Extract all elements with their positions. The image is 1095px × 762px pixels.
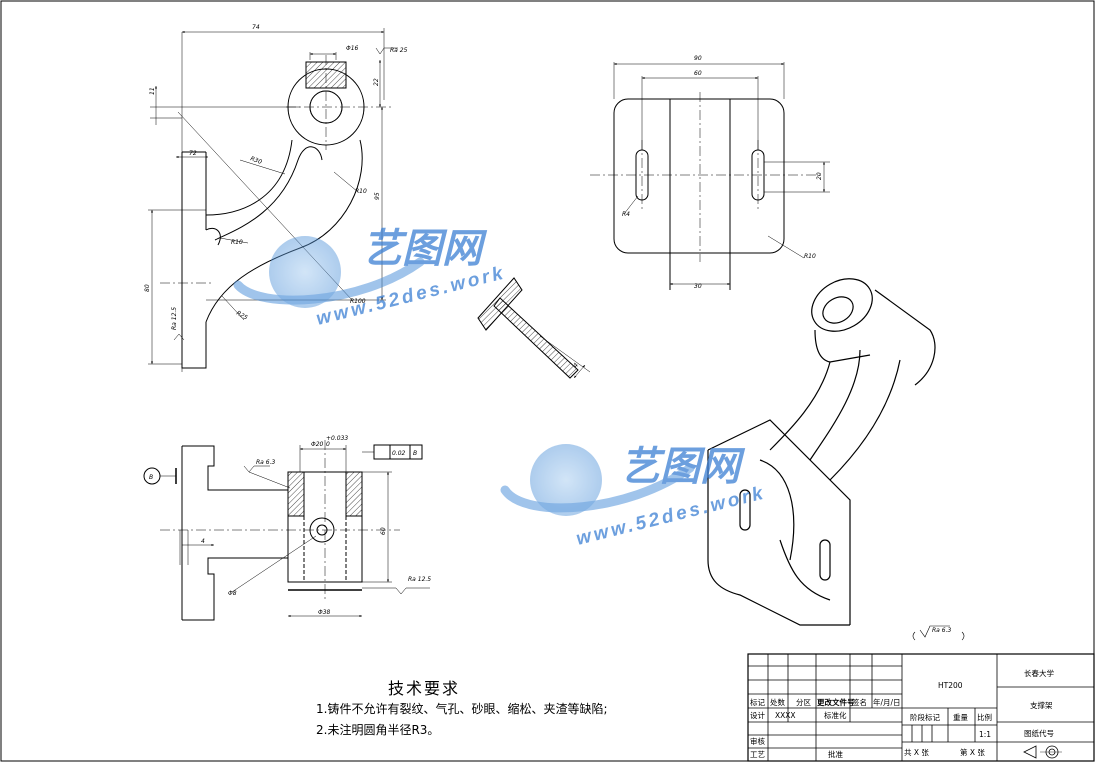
datum-label: B bbox=[149, 474, 153, 481]
roughness-label: Ra 6.3 bbox=[256, 459, 275, 466]
general-roughness bbox=[912, 625, 965, 641]
dim-label: 60 bbox=[694, 70, 702, 77]
dim-label: 72 bbox=[189, 150, 197, 157]
dim-label: 4 bbox=[572, 362, 580, 370]
dim-label: 95 bbox=[374, 192, 381, 200]
tolerance-upper: +0.033 bbox=[326, 435, 348, 442]
part-name: 支撑架 bbox=[1030, 700, 1053, 710]
material-label: HT200 bbox=[938, 681, 963, 690]
roughness-label: Ra 12.5 bbox=[408, 576, 431, 583]
change-doc-label: 更改文件号 bbox=[817, 697, 855, 707]
weight-label: 重量 bbox=[953, 713, 968, 722]
tech-requirements-title: 技术要求 bbox=[388, 679, 461, 698]
dim-label: Φ20 bbox=[311, 441, 324, 448]
scale-label: 比例 bbox=[977, 712, 992, 722]
watermark-url: www.52des.work bbox=[574, 482, 768, 549]
tech-requirement-item: 2.未注明圆角半径R3。 bbox=[316, 723, 440, 737]
dim-label: R10 bbox=[804, 253, 816, 260]
dim-label: R4 bbox=[622, 211, 630, 218]
dim-label: R30 bbox=[249, 155, 263, 166]
dim-label: R10 bbox=[355, 188, 367, 195]
sheet-number: 第 X 张 bbox=[960, 747, 985, 757]
top-view bbox=[143, 440, 430, 621]
dim-label: 74 bbox=[252, 24, 260, 31]
dim-label: R10 bbox=[231, 239, 243, 246]
zone-label: 分区 bbox=[796, 698, 811, 707]
top-view-dims: B Ra 6.3 Φ20 +0.033 0 0.02 B 60 Ra 12.5 … bbox=[149, 435, 431, 616]
dim-label: Φ8 bbox=[228, 590, 237, 597]
designer-value: XXXX bbox=[775, 711, 796, 720]
tolerance-lower: 0 bbox=[326, 441, 330, 448]
tolerance-value: 0.02 bbox=[392, 450, 406, 457]
approve-label: 批准 bbox=[828, 749, 843, 759]
isometric-view bbox=[707, 278, 936, 626]
signature-label: 签名 bbox=[852, 697, 867, 707]
mark-label: 标记 bbox=[750, 697, 765, 707]
rib-section-view bbox=[477, 277, 591, 379]
count-label: 处数 bbox=[770, 697, 785, 707]
dim-label: R25 bbox=[235, 310, 249, 322]
date-label: 年/月/日 bbox=[873, 697, 901, 707]
process-label: 工艺 bbox=[750, 750, 765, 759]
dim-label: 22 bbox=[373, 78, 380, 86]
watermark-brand: 艺图网 bbox=[620, 445, 746, 489]
dim-label: Φ38 bbox=[318, 609, 331, 616]
stage-label: 阶段标记 bbox=[910, 712, 940, 722]
title-block bbox=[747, 653, 1095, 762]
scale-value: 1:1 bbox=[979, 730, 991, 739]
school-label: 长春大学 bbox=[1024, 668, 1054, 678]
review-label: 审核 bbox=[750, 736, 765, 746]
front-view bbox=[148, 28, 398, 372]
watermark-brand: 艺图网 bbox=[362, 227, 488, 271]
title-block-text: HT200 长春大学 支撑架 图纸代号 标记 处数 分区 更改文件号 签名 年/… bbox=[750, 668, 1054, 759]
drawing-number-label: 图纸代号 bbox=[1024, 728, 1054, 738]
dim-label: 60 bbox=[380, 527, 387, 535]
datum-ref: B bbox=[413, 450, 417, 457]
tech-requirement-item: 1.铸件不允许有裂纹、气孔、砂眼、缩松、夹渣等缺陷; bbox=[316, 702, 608, 716]
roughness-label: Ra 12.5 bbox=[171, 307, 178, 330]
dim-label: Φ16 bbox=[346, 45, 359, 52]
watermark-2: 艺图网 www.52des.work bbox=[500, 444, 768, 550]
roughness-label: Ra 25 bbox=[390, 47, 408, 54]
side-view-dims: 90 60 20 R4 R10 30 bbox=[622, 55, 823, 290]
sheets-total: 共 X 张 bbox=[904, 748, 929, 757]
design-label: 设计 bbox=[750, 710, 765, 720]
standardize-label: 标准化 bbox=[824, 710, 847, 720]
dim-label: R100 bbox=[350, 298, 366, 305]
dim-label: 20 bbox=[816, 172, 823, 180]
side-view bbox=[590, 62, 830, 290]
dim-label: 30 bbox=[694, 283, 702, 290]
dim-label: 4 bbox=[201, 538, 205, 545]
dim-label: 80 bbox=[144, 284, 151, 292]
general-roughness-label: Ra 6.3 bbox=[932, 627, 951, 634]
dim-label: 90 bbox=[694, 55, 702, 62]
dim-label: 11 bbox=[149, 87, 156, 95]
watermark-1: 艺图网 www.52des.work bbox=[233, 227, 508, 330]
